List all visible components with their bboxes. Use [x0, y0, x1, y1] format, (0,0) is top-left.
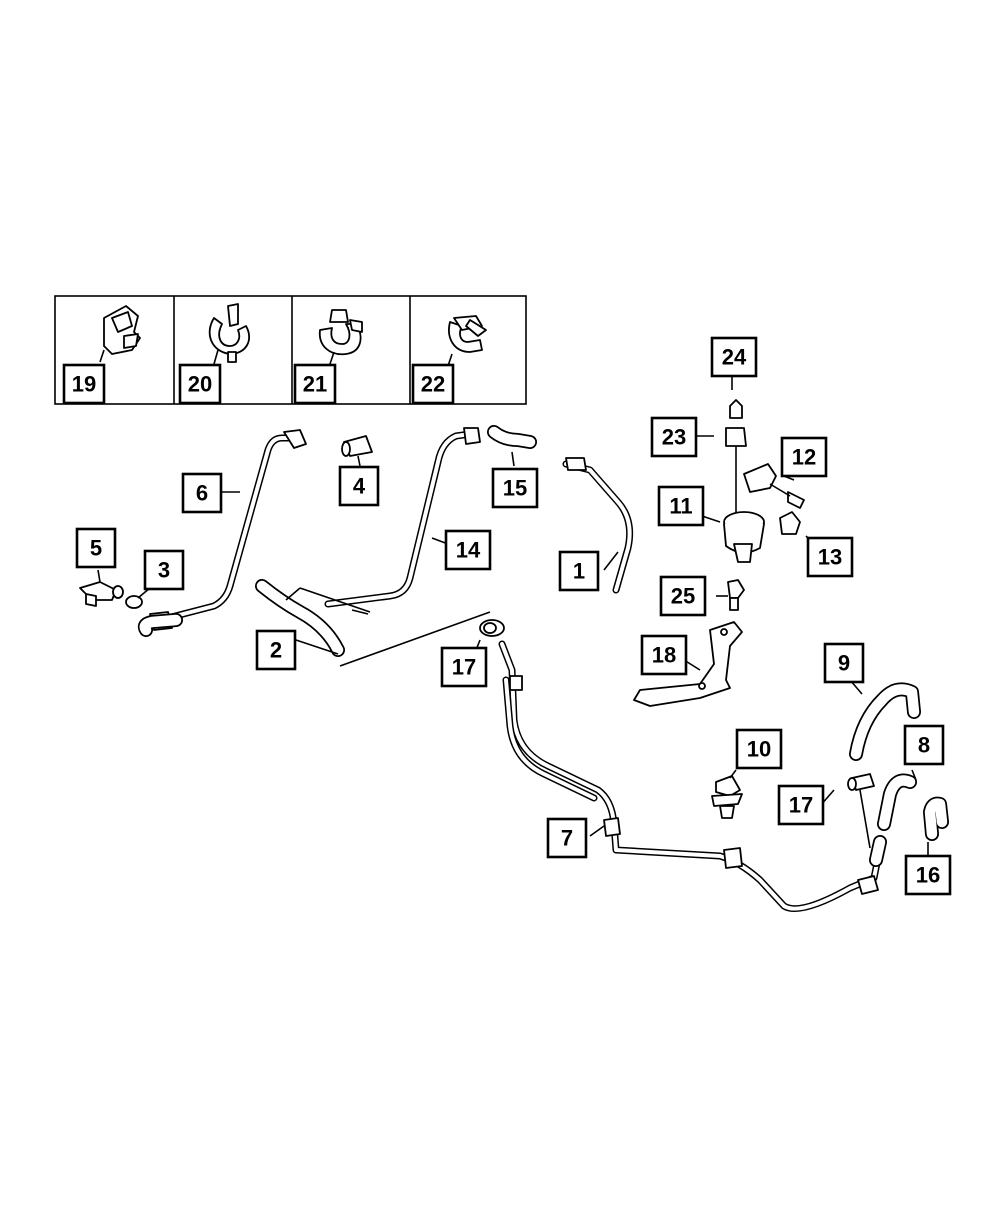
- callout-16-label: 16: [916, 863, 940, 888]
- callout-24-label: 24: [722, 345, 747, 370]
- callout-3: 3: [143, 549, 185, 591]
- callout-17-lower-label: 17: [789, 793, 813, 818]
- callout-17-upper: 17: [440, 646, 488, 688]
- hose-15-drawing: [487, 425, 537, 467]
- clamp-17-upper-drawing: [475, 619, 505, 651]
- tube-14-drawing: [324, 427, 481, 615]
- callout-5-label: 5: [90, 536, 102, 561]
- callout-9-label: 9: [838, 651, 850, 676]
- callout-15: 15: [491, 467, 539, 509]
- callout-5: 5: [75, 527, 117, 569]
- callout-6-label: 6: [196, 481, 208, 506]
- bolt-25-drawing: [716, 579, 745, 611]
- callout-23-label: 23: [662, 425, 686, 450]
- callout-25-label: 25: [671, 584, 695, 609]
- callout-1: 1: [558, 550, 600, 592]
- callout-23: 23: [650, 416, 698, 458]
- callout-7-label: 7: [561, 826, 573, 851]
- callout-13: 13: [806, 536, 854, 578]
- callout-22: 22: [411, 363, 455, 405]
- callout-14: 14: [444, 529, 492, 571]
- reservoir-11-drawing: [701, 511, 765, 563]
- callout-18-label: 18: [652, 643, 676, 668]
- bracket-12-drawing: [743, 463, 805, 509]
- connector-23-drawing: [696, 427, 747, 516]
- callout-17-lower: 17: [777, 784, 825, 826]
- callout-16: 16: [904, 854, 952, 896]
- hose-8-drawing: [869, 769, 917, 867]
- callout-14-label: 14: [456, 538, 481, 563]
- clip-inset-panel: [54, 295, 527, 405]
- callout-12: 12: [780, 436, 828, 478]
- fitting-5-drawing: [79, 569, 124, 607]
- callout-13-label: 13: [818, 545, 842, 570]
- hose-2-drawing: [255, 579, 491, 667]
- callout-8-label: 8: [918, 733, 930, 758]
- callout-18: 18: [640, 634, 688, 676]
- callout-6: 6: [181, 472, 223, 514]
- callout-11-label: 11: [669, 494, 692, 519]
- callout-10-label: 10: [747, 737, 771, 762]
- callout-11: 11: [657, 485, 705, 527]
- clip-19-drawing: [99, 305, 141, 363]
- callout-7: 7: [546, 817, 588, 859]
- callout-15-label: 15: [503, 476, 527, 501]
- clamp-17-lower-drawing: [819, 773, 875, 849]
- clip-10-drawing: [711, 769, 743, 819]
- hose-16-drawing: [923, 796, 949, 856]
- callout-9: 9: [823, 642, 865, 684]
- callout-2-label: 2: [270, 638, 282, 663]
- bracket-18-drawing: [633, 621, 743, 707]
- sensor-24-drawing: [729, 376, 743, 419]
- callout-19: 19: [62, 363, 106, 405]
- sleeve-4-drawing: [341, 435, 373, 467]
- callout-20: 20: [178, 363, 222, 405]
- callout-25: 25: [659, 575, 707, 617]
- callout-24: 24: [710, 336, 758, 378]
- callout-19-label: 19: [72, 372, 96, 397]
- callout-20-label: 20: [188, 372, 212, 397]
- callout-21-label: 21: [303, 372, 327, 397]
- clip-20-drawing: [208, 303, 251, 365]
- callout-17-upper-label: 17: [452, 655, 476, 680]
- callout-12-label: 12: [792, 445, 816, 470]
- tube-7-drawing: [498, 640, 884, 913]
- callout-10: 10: [735, 728, 783, 770]
- callout-2: 2: [255, 629, 297, 671]
- clip-22-drawing: [447, 315, 487, 367]
- callout-4-label: 4: [353, 474, 366, 499]
- tube-1-drawing: [562, 457, 634, 594]
- callout-3-label: 3: [158, 558, 170, 583]
- callout-21: 21: [293, 363, 337, 405]
- callout-22-label: 22: [421, 372, 445, 397]
- hose-3-drawing: [125, 587, 183, 637]
- callout-4: 4: [338, 465, 380, 507]
- callout-1-label: 1: [573, 559, 585, 584]
- clip-21-drawing: [318, 309, 363, 365]
- callout-8: 8: [903, 724, 945, 766]
